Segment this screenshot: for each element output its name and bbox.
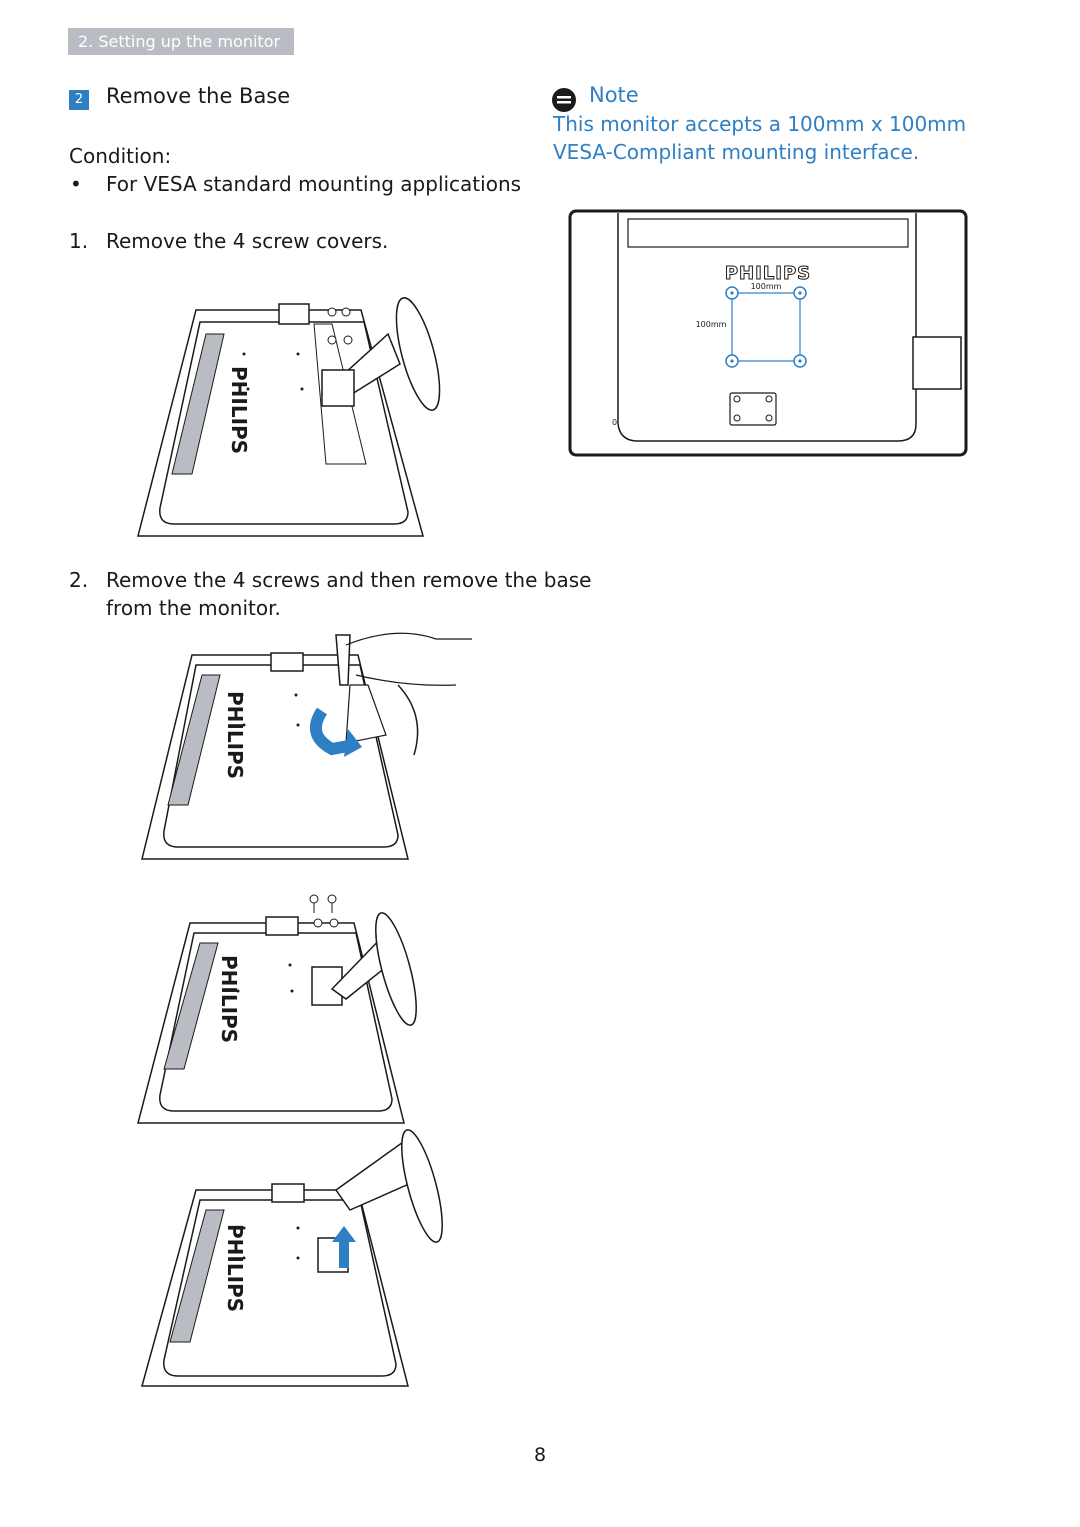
vesa-mark: 0 xyxy=(612,418,617,427)
vesa-horizontal-dimension: 100mm xyxy=(751,282,782,291)
figure-remove-screws: PHILIPS xyxy=(141,632,472,860)
page-number: 8 xyxy=(533,1444,547,1466)
note-icon xyxy=(552,88,576,112)
figure-lift-base: PHILIPS xyxy=(141,1129,443,1387)
note-title: Note xyxy=(589,83,639,107)
bullet-marker: • xyxy=(70,172,82,196)
step-1-text: Remove the 4 screw covers. xyxy=(106,229,389,253)
note-line-2: VESA-Compliant mounting interface. xyxy=(553,140,920,164)
vesa-brand-logo: PHILIPS xyxy=(725,263,811,284)
condition-label: Condition: xyxy=(69,144,172,168)
section-tab: 2. Setting up the monitor xyxy=(68,28,294,55)
figure-remove-screw-covers: PHILIPS xyxy=(137,297,441,537)
figure-1-brand: PHILIPS xyxy=(227,366,251,454)
vesa-vertical-dimension: 100mm xyxy=(696,320,727,329)
condition-bullet-text: For VESA standard mounting applications xyxy=(106,172,522,196)
figure-2-brand: PHILIPS xyxy=(223,691,247,779)
figure-4-brand: PHILIPS xyxy=(223,1224,247,1312)
vesa-mount-diagram: PHILIPS 100mm 100mm 0 xyxy=(568,209,968,457)
step-2-number: 2. xyxy=(69,568,89,592)
step-2-text: Remove the 4 screws and then remove the … xyxy=(106,568,592,592)
figure-3-brand: PHILIPS xyxy=(217,955,241,1043)
step-heading: Remove the Base xyxy=(106,84,291,108)
note-line-1: This monitor accepts a 100mm x 100mm xyxy=(553,112,967,136)
step-1-number: 1. xyxy=(69,229,89,253)
step-number-badge: 2 xyxy=(69,90,89,110)
step-2-text-continued: from the monitor. xyxy=(106,596,281,620)
figure-screws-removed: PHILIPS xyxy=(137,894,417,1124)
